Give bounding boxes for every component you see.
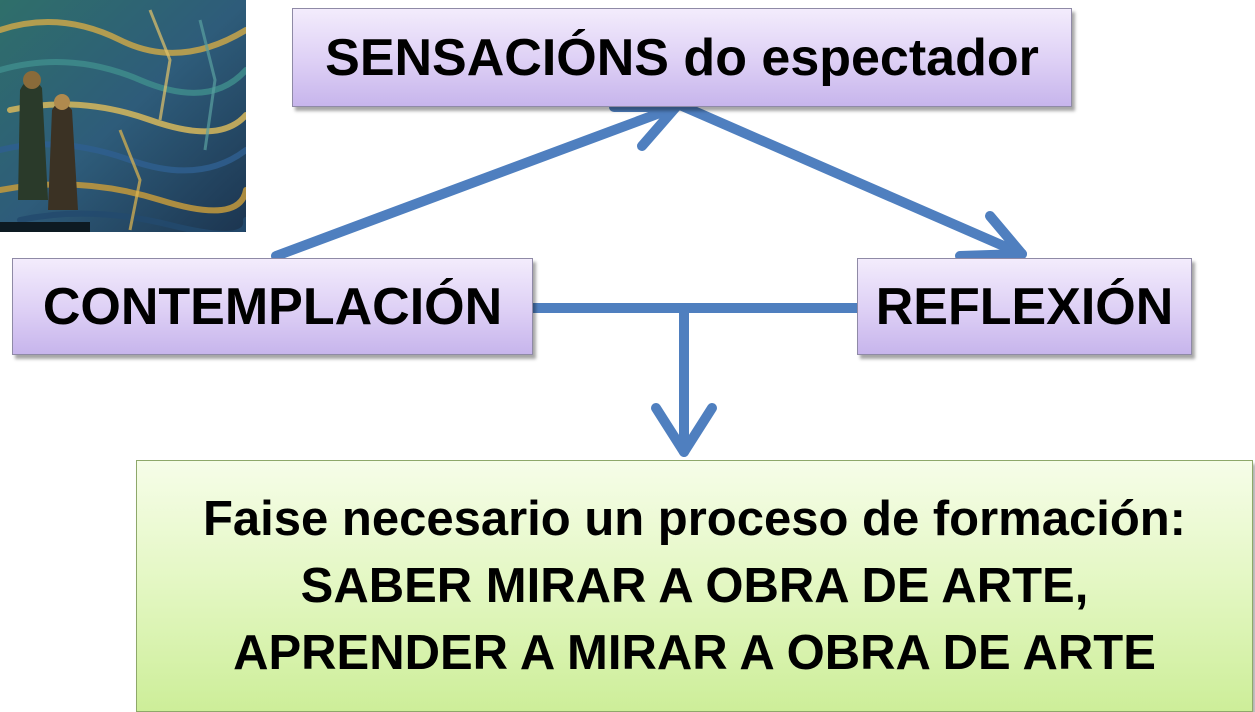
formacion-box: Faise necesario un proceso de formación:…	[136, 460, 1253, 712]
arrowhead-down	[651, 403, 717, 457]
reflexion-box: REFLEXIÓN	[857, 258, 1192, 355]
arrowhead-right	[955, 211, 1027, 261]
formacion-line-3: APRENDER A MIRAR A OBRA DE ARTE	[233, 625, 1156, 680]
painting-thumbnail	[0, 0, 246, 232]
arrow-contemplacion-to-sensacions	[271, 102, 681, 261]
contemplacion-box: CONTEMPLACIÓN	[12, 258, 533, 355]
formacion-line-2: SABER MIRAR A OBRA DE ARTE,	[300, 558, 1089, 613]
formacion-line-1: Faise necesario un proceso de formación:	[202, 491, 1186, 546]
sensacions-box: SENSACIÓNS do espectador	[292, 8, 1072, 107]
arrow-sensacions-to-reflexion	[675, 100, 1027, 259]
